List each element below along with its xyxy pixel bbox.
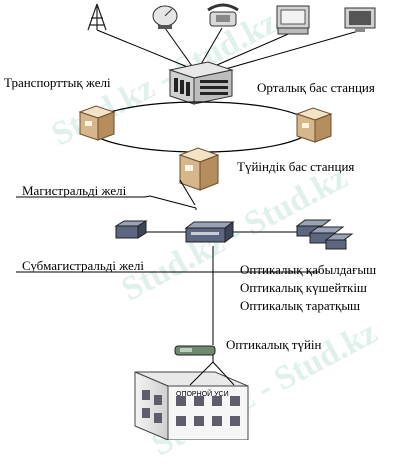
optical-device-stack-icon [295, 219, 354, 250]
optical-device-left-icon [114, 220, 148, 239]
central-station-server-icon [168, 61, 234, 105]
transport-network-label: Транспорттық желі [4, 75, 111, 90]
optical-node-device-icon [174, 345, 216, 356]
optical-receiver-label: Оптикалық қабылдағыш [240, 262, 377, 277]
uplink-lines [96, 27, 363, 73]
tv-monitor-icon [344, 7, 376, 32]
node-station-label: Түйіндік бас станция [237, 159, 355, 174]
network-diagram [16, 3, 376, 440]
ring-node-left-icon [78, 105, 116, 141]
node-head-station-icon [178, 147, 220, 191]
trunk-network-label: Магистральді желі [22, 183, 127, 198]
computer-icon [276, 5, 310, 35]
satellite-dish-icon [152, 5, 178, 29]
ring-node-right-icon [295, 107, 333, 143]
subtrunk-network-label: Субмагистральді желі [22, 258, 144, 273]
optical-transmitter-label: Оптикалық таратқыш [240, 298, 361, 313]
central-station-label: Орталық бас станция [257, 80, 375, 95]
telephone-icon [207, 3, 239, 27]
transport-ring [87, 101, 313, 153]
building-sign-label: ОПОРНОЙ УСИ [176, 391, 229, 398]
optical-amplifier-label: Оптикалық күшейткіш [240, 280, 367, 295]
optical-node-label: Оптикалық түйін [226, 337, 322, 352]
optical-device-center-icon [184, 221, 235, 243]
building-icon [134, 361, 249, 440]
antenna-icon [87, 3, 107, 31]
trunk-lines [16, 179, 320, 345]
